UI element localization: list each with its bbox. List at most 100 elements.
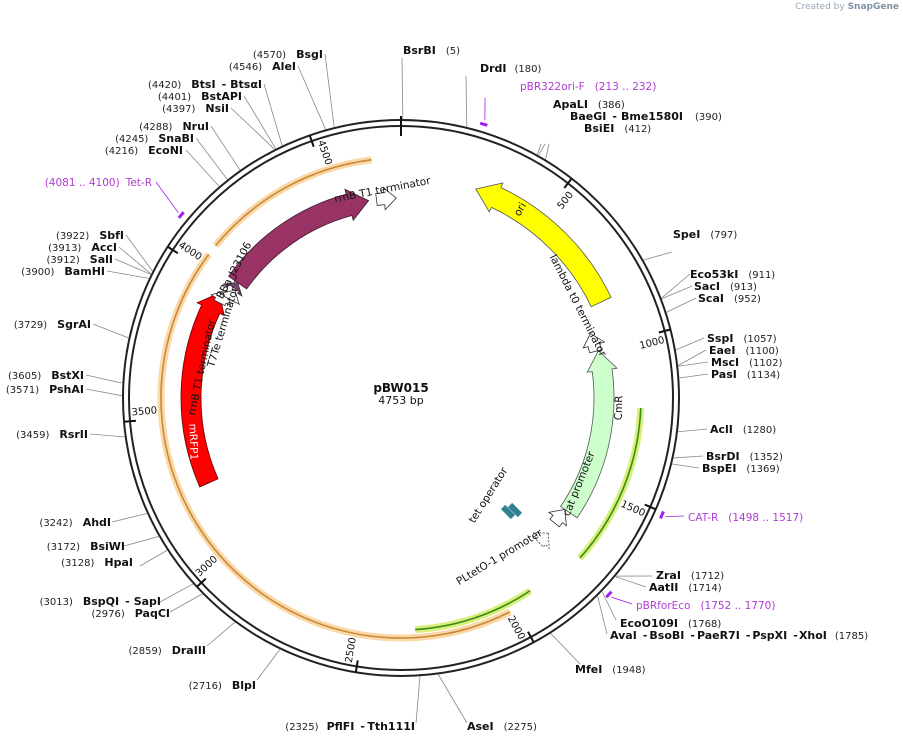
orf-arc [214, 159, 372, 247]
site-sali[interactable]: (3912)SalI [47, 253, 113, 266]
site-rsrii[interactable]: (3459)RsrII [16, 428, 88, 441]
site-bstxi[interactable]: (3605)BstXI [8, 369, 84, 382]
site-saci[interactable]: SacI(913) [694, 280, 757, 293]
site-nsii[interactable]: (4397)NsiI [162, 102, 229, 115]
site-eco53ki[interactable]: Eco53kI(911) [690, 268, 775, 281]
bba-j23106-feature[interactable] [222, 282, 243, 297]
site-pflfi[interactable]: (2325)PflFI-Tth111I [285, 720, 415, 733]
site-bspqi[interactable]: (3013)BspQI-SapI [40, 595, 161, 608]
site-leader [114, 258, 152, 275]
site-leader [601, 591, 617, 621]
tick-mark [354, 660, 359, 673]
tick-mark [308, 135, 315, 148]
site-acci[interactable]: (3913)AccI [48, 241, 117, 254]
plasmid-name: pBW015 [373, 381, 428, 395]
site-spei[interactable]: SpeI(797) [673, 228, 737, 241]
site-leader [123, 536, 159, 547]
site-alei[interactable]: (4546)AleI [229, 60, 296, 73]
site-leader [536, 143, 542, 155]
site-sgrai[interactable]: (3729)SgrAI [14, 318, 91, 331]
credit-prefix: Created by [795, 2, 845, 12]
primer-pbr322ori-f: pBR322ori-F(213 .. 232) [520, 81, 656, 93]
snapgene-credit: Created by SnapGene [795, 2, 899, 12]
site-leader [106, 270, 150, 279]
site-leader-lines [85, 53, 709, 724]
site-leader [550, 633, 581, 665]
site-zrai[interactable]: ZraI(1712) [656, 569, 724, 582]
tet-operator-feature[interactable] [500, 502, 523, 520]
site-msci[interactable]: MscI(1102) [711, 356, 782, 369]
site-leader [465, 75, 468, 127]
site-bsiei[interactable]: BsiEI(412) [584, 122, 651, 135]
site-nrui[interactable]: (4288)NruI [139, 120, 209, 133]
site-leader [666, 297, 697, 313]
primer-leader [665, 515, 685, 518]
site-acli[interactable]: AclI(1280) [710, 423, 776, 436]
primer-mark [177, 211, 185, 219]
site-bsrdi[interactable]: BsrDI(1352) [706, 450, 783, 463]
site-leader [195, 137, 228, 180]
site-ecoo109i[interactable]: EcoO109I(1768) [620, 617, 721, 630]
site-leader [85, 374, 123, 384]
site-leader [661, 273, 691, 299]
site-leader [210, 125, 241, 171]
site-bamhi[interactable]: (3900)BamHI [21, 265, 105, 278]
site-blpi[interactable]: (2716)BlpI [189, 679, 256, 692]
site-avai[interactable]: AvaI-BsoBI-PaeR7I-PspXI-XhoI(1785) [610, 629, 868, 642]
tick-mark [644, 503, 657, 511]
tick-label: 1000 [638, 335, 665, 352]
site-asei[interactable]: AseI(2275) [467, 720, 537, 733]
orf-arcs [157, 156, 645, 642]
site-leader [615, 576, 647, 588]
site-pasi[interactable]: PasI(1134) [711, 368, 780, 381]
ori-feature[interactable] [475, 182, 612, 308]
site-bspei[interactable]: BspEI(1369) [702, 462, 780, 475]
site-bstapi[interactable]: (4401)BstAPI [158, 90, 242, 103]
site-draiii[interactable]: (2859)DraIII [128, 644, 206, 657]
plasmid-length: 4753 bp [378, 394, 423, 407]
primer-leader [611, 596, 633, 605]
cat-promoter-arrow[interactable] [548, 508, 567, 528]
site-leader [263, 83, 283, 146]
site-bsrbi[interactable]: BsrBI(5) [403, 44, 460, 57]
t7te-terminator-arrow[interactable] [219, 289, 240, 306]
lambda-terminator-arrow[interactable] [582, 332, 606, 354]
tick-label: 2500 [344, 637, 359, 664]
site-aatii[interactable]: AatII(1714) [649, 581, 722, 594]
tick-mark [123, 419, 137, 423]
tick-label: 4000 [176, 240, 203, 263]
site-snabi[interactable]: (4245)SnaBI [115, 132, 194, 145]
site-bsgi[interactable]: (4570)BsgI [253, 48, 323, 61]
cmr-label: CmR [613, 395, 626, 420]
tetr-feature[interactable] [228, 188, 370, 290]
site-sbfi[interactable]: (3922)SbfI [56, 229, 124, 242]
pltet-promoter-arrow[interactable] [532, 532, 550, 550]
site-scai[interactable]: ScaI(952) [698, 292, 761, 305]
site-pshai[interactable]: (3571)PshAI [6, 383, 84, 396]
site-leader [169, 593, 203, 613]
site-ahdi[interactable]: (3242)AhdI [39, 516, 111, 529]
site-baegi[interactable]: BaeGI-Bme1580I(390) [570, 110, 722, 123]
site-leader [118, 246, 152, 275]
rrnb-terminator-arrow-top[interactable] [375, 186, 397, 211]
orf-arc [498, 611, 511, 619]
site-mfei[interactable]: MfeI(1948) [575, 663, 646, 676]
cmr-feature[interactable] [560, 349, 618, 519]
site-eaei[interactable]: EaeI(1100) [709, 344, 779, 357]
site-apali[interactable]: ApaLI(386) [553, 98, 625, 111]
orf-arc-halo [158, 421, 512, 642]
site-leader [324, 53, 335, 128]
site-econi[interactable]: (4216)EcoNI [105, 144, 183, 157]
site-drdi[interactable]: DrdI(180) [480, 62, 542, 75]
site-leader [185, 149, 220, 187]
orf-arc [579, 408, 642, 559]
site-hpai[interactable]: (3128)HpaI [61, 556, 133, 569]
site-bsiwi[interactable]: (3172)BsiWI [47, 540, 125, 553]
tick-mark [527, 631, 535, 643]
primer-mark [479, 121, 488, 127]
site-leader [679, 373, 709, 379]
site-btsi[interactable]: (4420)BtsI-BtsαI [148, 78, 262, 91]
site-paqci[interactable]: (2976)PaqCI [92, 607, 171, 620]
site-leader [297, 65, 326, 130]
site-sspi[interactable]: SspI(1057) [707, 332, 777, 345]
